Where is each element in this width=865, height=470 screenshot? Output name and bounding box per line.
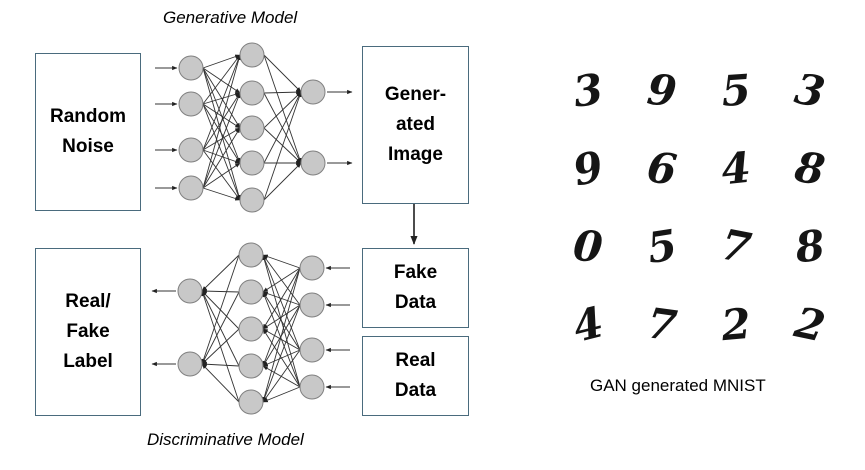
mnist-digit: 4: [718, 142, 754, 194]
disc-node: [299, 255, 325, 281]
disc-node: [238, 242, 264, 268]
generative-model-caption: Generative Model: [163, 8, 298, 27]
gen-node: [239, 187, 265, 213]
disc-edge: [262, 254, 301, 351]
mnist-digit: 3: [791, 63, 829, 117]
real-fake-label-box: Real/ Fake Label: [35, 248, 141, 416]
gen-edge: [202, 54, 241, 69]
disc-edge: [201, 328, 240, 365]
gen-edge: [263, 91, 302, 201]
real-data-label: Real Data: [394, 350, 437, 401]
gen-node: [178, 175, 204, 201]
disc-edge: [262, 386, 301, 403]
gen-node: [239, 115, 265, 141]
real-fake-label-text: Real/ Fake Label: [63, 291, 113, 372]
disc-node: [238, 353, 264, 379]
disc-edge: [262, 349, 301, 403]
mnist-digit: 7: [716, 219, 756, 273]
generated-image-box: Gener- ated Image: [362, 46, 469, 204]
gen-edge: [202, 54, 241, 105]
generated-image-label: Gener- ated Image: [384, 84, 447, 165]
mnist-caption: GAN generated MNIST: [590, 376, 766, 395]
disc-edge: [262, 349, 301, 367]
mnist-digit: 4: [567, 296, 609, 352]
gen-edge: [202, 92, 241, 105]
gen-node: [178, 55, 204, 81]
disc-edge: [262, 267, 301, 367]
gen-edge: [263, 89, 302, 95]
gen-edge: [202, 54, 241, 151]
fake-data-label: Fake Data: [393, 262, 438, 313]
mnist-digit: 9: [644, 64, 680, 116]
gen-edge: [202, 149, 241, 164]
gen-edge: [263, 54, 302, 93]
disc-edge: [262, 267, 301, 403]
discriminative-network: [151, 242, 350, 415]
gen-node: [239, 42, 265, 68]
disc-edge: [262, 328, 301, 351]
gen-edge: [263, 91, 302, 164]
disc-edge: [201, 291, 240, 365]
random-noise-box: Random Noise: [35, 53, 141, 211]
gen-edge: [202, 67, 241, 129]
gen-edge: [263, 91, 302, 129]
gen-edge: [202, 103, 241, 201]
mnist-digit: 9: [568, 140, 608, 196]
disc-edge: [201, 254, 240, 292]
random-noise-label: Random Noise: [50, 106, 126, 157]
disc-edge: [201, 363, 240, 403]
disc-node: [238, 279, 264, 305]
gen-node: [178, 91, 204, 117]
mnist-digit: 8: [792, 219, 828, 273]
gen-node: [239, 150, 265, 176]
disc-edge: [262, 304, 301, 403]
mnist-digit: 6: [644, 141, 680, 195]
disc-edge: [201, 288, 240, 294]
gen-node: [239, 80, 265, 106]
discriminative-model-caption: Discriminative Model: [147, 430, 304, 449]
gen-node: [300, 79, 326, 105]
mnist-digit: 8: [791, 141, 829, 195]
gen-edge: [202, 187, 241, 201]
disc-edge: [262, 254, 301, 269]
disc-edge: [201, 254, 240, 365]
mnist-digit: 5: [643, 219, 681, 273]
mnist-digit: 0: [571, 220, 605, 272]
disc-edge: [201, 362, 240, 367]
disc-node: [177, 351, 203, 377]
disc-edge: [262, 267, 301, 293]
real-data-box: Real Data: [362, 336, 469, 416]
gen-edge: [202, 92, 241, 189]
disc-node: [238, 316, 264, 342]
gen-node: [178, 137, 204, 163]
disc-node: [177, 278, 203, 304]
gen-edge: [202, 127, 241, 151]
gen-node: [300, 150, 326, 176]
fake-data-box: Fake Data: [362, 248, 469, 328]
disc-edge: [262, 291, 301, 351]
mnist-digit: 3: [570, 63, 606, 117]
disc-node: [238, 389, 264, 415]
disc-node: [299, 337, 325, 363]
disc-node: [299, 374, 325, 400]
gen-edge: [263, 162, 302, 201]
mnist-digit: 5: [719, 64, 753, 116]
mnist-digit: 7: [644, 297, 680, 351]
generative-network: [155, 42, 353, 213]
gen-edge: [202, 54, 241, 189]
gen-edge: [263, 54, 302, 164]
gen-edge: [202, 162, 241, 189]
mnist-digit: 2: [719, 298, 753, 350]
gen-edge: [202, 103, 241, 164]
gen-edge: [202, 127, 241, 189]
disc-node: [299, 292, 325, 318]
gen-edge: [202, 103, 241, 129]
gen-edge: [202, 67, 241, 94]
mnist-digit: 2: [790, 296, 830, 352]
disc-edge: [262, 267, 301, 330]
